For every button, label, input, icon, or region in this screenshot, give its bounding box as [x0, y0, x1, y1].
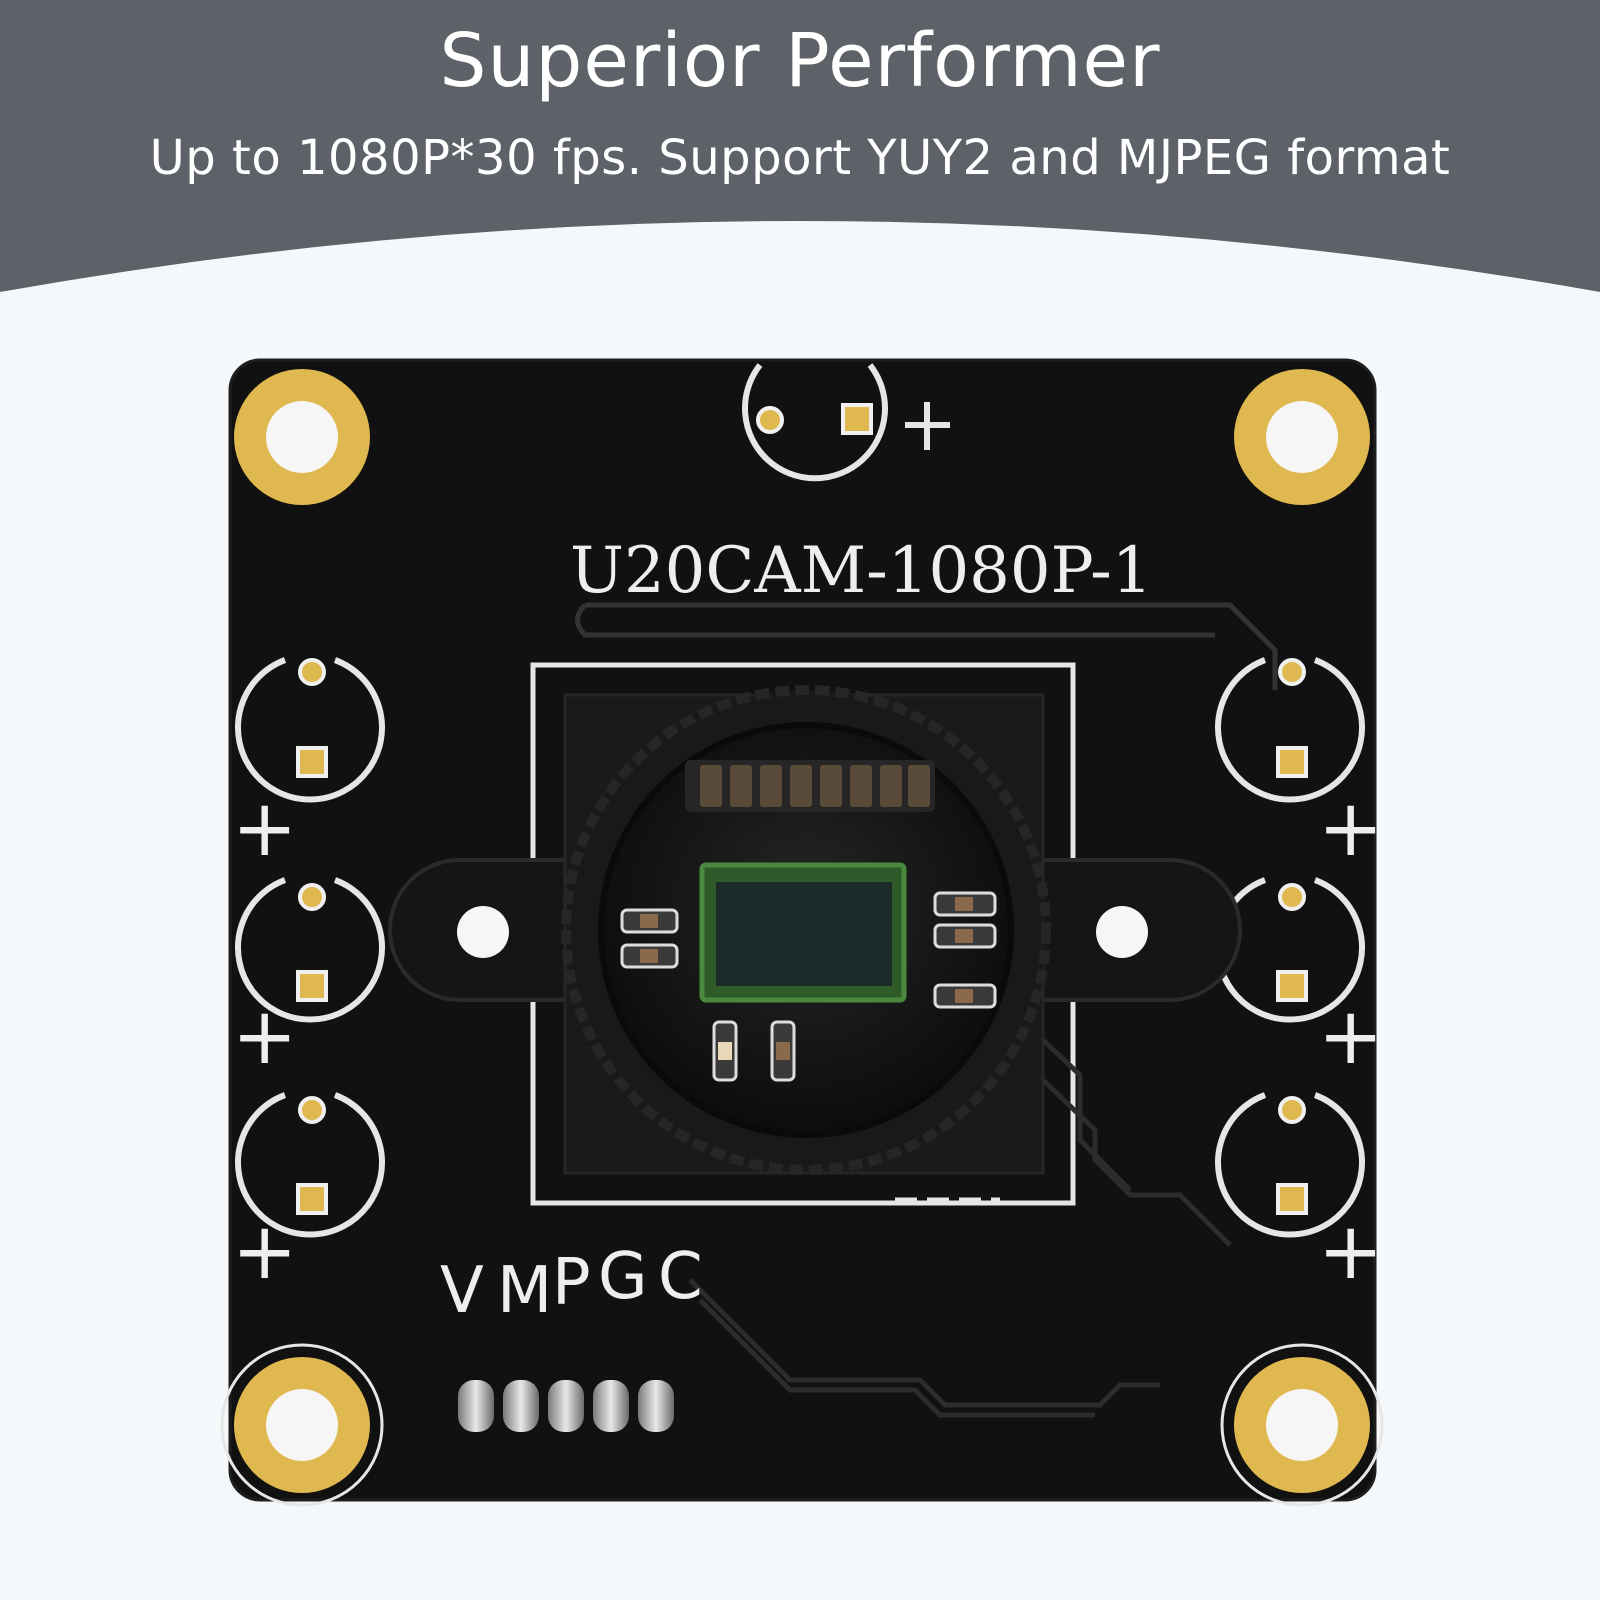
plus-mark-right-2: + [1318, 992, 1383, 1082]
banner: Superior Performer Up to 1080P*30 fps. S… [0, 0, 1600, 300]
banner-subtitle: Up to 1080P*30 fps. Support YUY2 and MJP… [149, 130, 1451, 186]
pcb-traces [688, 1038, 1232, 1418]
model-label: U20CAM-1080P-1 [570, 534, 1153, 608]
banner-title: Superior Performer [439, 18, 1161, 104]
pin-label-c: C [658, 1240, 703, 1314]
pin-label-g: G [598, 1240, 648, 1314]
smd-component-cores [640, 897, 973, 1060]
capacitor-row [685, 760, 935, 812]
pin-label-m: M [497, 1254, 552, 1328]
led-footprint-left-3 [235, 1092, 385, 1238]
pin-labels: V M P G C [440, 1240, 703, 1328]
plus-mark-right-3: + [1318, 1207, 1383, 1297]
mounting-hole-bottom-right [1220, 1343, 1384, 1507]
pin-label-p: P [552, 1246, 591, 1320]
pin-header [458, 1380, 674, 1432]
image-sensor-area [716, 882, 892, 986]
led-footprint-right-1 [1215, 657, 1365, 803]
led-footprint-left-1 [235, 657, 385, 803]
banner-background [0, 0, 1600, 292]
mounting-hole-top-left [234, 369, 370, 505]
pin-label-v: V [440, 1254, 484, 1328]
led-footprint-left-2 [235, 877, 385, 1023]
top-led-footprint [742, 363, 950, 482]
plus-mark-left-3: + [232, 1207, 297, 1297]
flange-screw-hole-left [457, 906, 509, 958]
plus-mark-left-2: + [232, 992, 297, 1082]
flange-screw-hole-right [1096, 906, 1148, 958]
mounting-hole-top-right [1234, 369, 1370, 505]
led-footprint-right-3 [1215, 1092, 1365, 1238]
plus-mark-left-1: + [232, 784, 297, 874]
mounting-hole-bottom-left [220, 1343, 384, 1507]
plus-mark-right-1: + [1318, 784, 1383, 874]
